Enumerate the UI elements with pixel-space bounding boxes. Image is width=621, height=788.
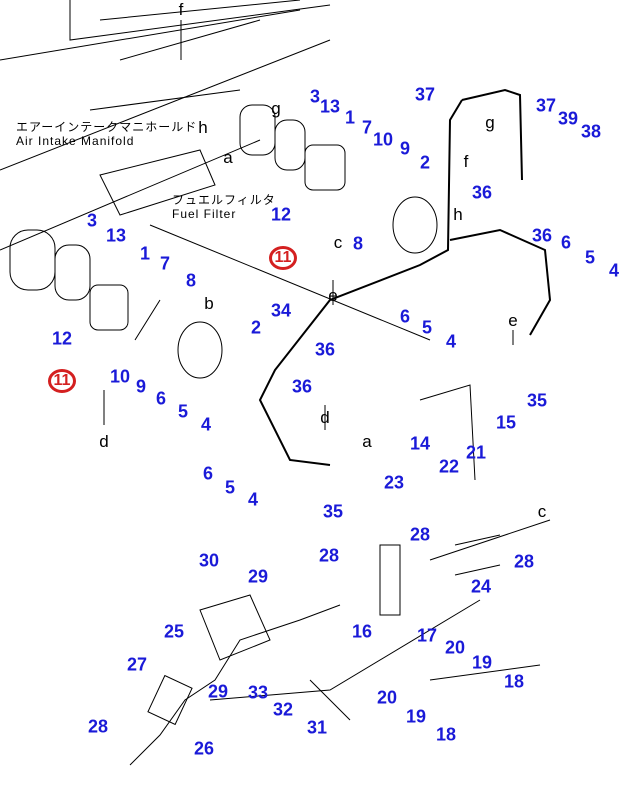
highlighted-part-callout[interactable]: 11 — [48, 369, 76, 393]
part-callout: 5 — [421, 317, 433, 338]
part-callout: 37 — [414, 84, 436, 105]
part-callout: 34 — [270, 300, 292, 321]
part-callout: 10 — [109, 366, 131, 387]
part-callout: 37 — [535, 95, 557, 116]
leader-lines — [103, 20, 551, 701]
part-callout: 29 — [207, 681, 229, 702]
part-callout: 18 — [503, 671, 525, 692]
part-callout: 18 — [435, 724, 457, 745]
part-callout: 36 — [471, 182, 493, 203]
part-callout: 21 — [465, 442, 487, 463]
part-callout: 10 — [372, 129, 394, 150]
part-callout: 19 — [405, 706, 427, 727]
part-callout: 15 — [495, 412, 517, 433]
part-callout: 14 — [409, 433, 431, 454]
part-callout: 9 — [399, 138, 411, 159]
connection-reference-letter: c — [333, 233, 343, 252]
part-callout: 4 — [247, 489, 259, 510]
part-callout: 28 — [409, 524, 431, 545]
connection-reference-letter: h — [198, 118, 208, 137]
part-callout: 36 — [314, 339, 336, 360]
part-callout: 3 — [309, 86, 321, 107]
connection-reference-letter: g — [485, 113, 495, 132]
part-callout: 17 — [416, 625, 438, 646]
part-callout: 20 — [444, 637, 466, 658]
part-callout: 13 — [319, 96, 341, 117]
part-callout: 1 — [139, 243, 151, 264]
harness-wire — [258, 88, 552, 466]
part-callout: 12 — [51, 328, 73, 349]
pumps — [89, 144, 438, 379]
part-callout: 38 — [580, 121, 602, 142]
connection-reference-letter: d — [320, 408, 330, 427]
part-callout: 19 — [471, 652, 493, 673]
part-callout: 23 — [383, 472, 405, 493]
part-callout: 6 — [560, 232, 572, 253]
connection-reference-letter: g — [271, 99, 281, 118]
part-callout: 4 — [608, 260, 620, 281]
connection-reference-letter: f — [178, 0, 184, 19]
part-callout: 6 — [202, 463, 214, 484]
part-callout: 20 — [376, 687, 398, 708]
connection-reference-letter: e — [328, 286, 338, 305]
part-callout: 6 — [155, 388, 167, 409]
filter-label-jp: フュエルフィルタ — [172, 193, 276, 207]
part-callout: 25 — [163, 621, 185, 642]
part-callout: 8 — [352, 233, 364, 254]
part-callout: 5 — [224, 477, 236, 498]
part-callout: 31 — [306, 717, 328, 738]
connection-reference-letter: b — [204, 294, 214, 313]
part-callout: 5 — [584, 247, 596, 268]
connection-reference-letter: a — [223, 148, 233, 167]
part-callout: 6 — [399, 306, 411, 327]
part-callout: 5 — [177, 401, 189, 422]
part-callout: 36 — [291, 376, 313, 397]
part-callout: 35 — [526, 390, 548, 411]
fuel-pipes — [129, 384, 541, 766]
connection-reference-letter: f — [463, 152, 469, 171]
manifold-label-jp: エアーインテークマニホールド — [16, 120, 198, 134]
connection-reference-letter: c — [537, 502, 547, 521]
part-callout: 9 — [135, 376, 147, 397]
engine-block-outline — [0, 0, 331, 301]
part-callout: 26 — [193, 738, 215, 759]
part-callout: 29 — [247, 566, 269, 587]
part-callout: 27 — [126, 654, 148, 675]
part-callout: 28 — [513, 551, 535, 572]
part-callout: 35 — [322, 501, 344, 522]
part-callout: 7 — [361, 117, 373, 138]
part-callout: 36 — [531, 225, 553, 246]
part-callout: 1 — [344, 107, 356, 128]
part-callout: 39 — [557, 108, 579, 129]
part-callout: 4 — [200, 414, 212, 435]
part-callout: 32 — [272, 699, 294, 720]
part-callout: 28 — [318, 545, 340, 566]
highlighted-part-callout[interactable]: 11 — [269, 246, 297, 270]
part-callout: 4 — [445, 331, 457, 352]
part-callout: 8 — [185, 270, 197, 291]
part-callout: 16 — [351, 621, 373, 642]
connection-reference-letter: h — [453, 205, 463, 224]
part-callout: 33 — [247, 682, 269, 703]
filter-label-en: Fuel Filter — [172, 207, 237, 221]
part-callout: 30 — [198, 550, 220, 571]
part-callout: 24 — [470, 576, 492, 597]
part-callout: 13 — [105, 225, 127, 246]
part-callout: 3 — [86, 210, 98, 231]
air-intake-manifold-note: エアーインテークマニホールド Air Intake Manifold — [16, 120, 197, 148]
part-callout: 2 — [419, 152, 431, 173]
part-callout: 22 — [438, 456, 460, 477]
part-callout: 2 — [250, 317, 262, 338]
part-callout: 7 — [159, 253, 171, 274]
connection-reference-letter: e — [508, 311, 518, 330]
connection-reference-letter: d — [99, 432, 109, 451]
manifold-label-en: Air Intake Manifold — [16, 134, 135, 148]
part-callout: 12 — [270, 204, 292, 225]
fuel-filter-note: フュエルフィルタ Fuel Filter — [172, 193, 276, 221]
part-callout: 28 — [87, 716, 109, 737]
connection-reference-letter: a — [362, 432, 372, 451]
